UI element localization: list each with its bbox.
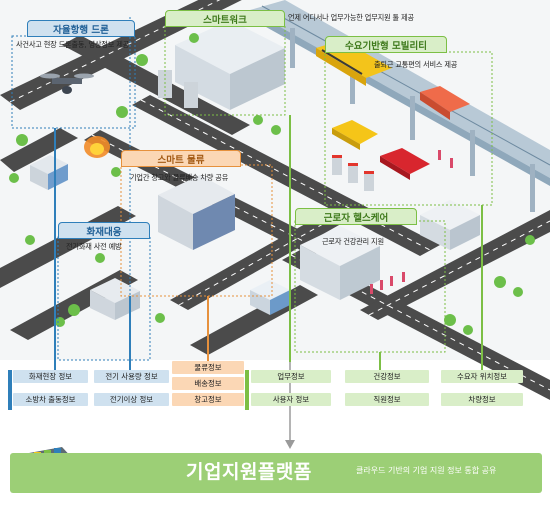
chimney-stripes [332,155,374,174]
smartwork-zone-title: 스마트워크 [165,10,285,27]
health-zone-desc: 근로자 건강관리 지원 [322,237,384,246]
info-warehouse: 창고정보 [172,393,244,406]
info-vehicle: 차량정보 [441,393,523,406]
mobility-zone-desc: 출퇴근 교통편의 서비스 제공 [374,60,458,69]
health-zone-title: 근로자 헬스케어 [295,208,417,225]
info-delivery: 배송정보 [172,377,244,390]
cars [332,120,430,180]
info-elec-usage: 전기 사용량 정보 [94,370,169,383]
connector-lines [54,115,483,370]
info-logistics: 물류정보 [172,361,244,374]
info-demander-location: 수요자 위치정보 [441,370,523,383]
platform-subtitle: 클라우드 기반의 기업 지원 정보 통합 공유 [356,466,497,475]
info-column-bars [8,370,249,410]
bus [420,86,470,120]
drone-zone-desc: 사건사고 현장 드론출동, 영상정보 제공 [16,40,130,49]
drone-zone-title: 자율항행 드론 [27,20,135,37]
drone-icon [40,73,94,94]
info-firetruck: 소방차 출동정보 [13,393,88,406]
info-worker: 직원정보 [345,393,429,406]
info-fire-site: 화재현장 정보 [13,370,88,383]
smartwork-zone-desc: 언제 어디서나 업무가능한 업무지원 툴 제공 [288,13,414,22]
logistics-zone-title: 스마트 물류 [121,150,241,167]
info-health: 건강정보 [345,370,429,383]
info-work: 업무정보 [251,370,331,383]
fire-flame [84,136,110,158]
logistics-zone-desc: 기업간 창고와 물류배송 차량 공유 [130,173,229,182]
people [370,150,453,294]
buildings [30,20,480,320]
enterprise-support-platform-banner [10,453,542,493]
trees [9,33,535,335]
mobility-zone-title: 수요기반형 모빌리티 [325,36,447,53]
info-elec-anomaly: 전기이상 정보 [94,393,169,406]
info-user: 사용자 정보 [251,393,331,406]
fire-zone-desc: 전기화재 사전 예방 [66,242,122,251]
platform-title: 기업지원플랫폼 [186,461,312,483]
fire-zone-title: 화재대응 [58,222,150,239]
